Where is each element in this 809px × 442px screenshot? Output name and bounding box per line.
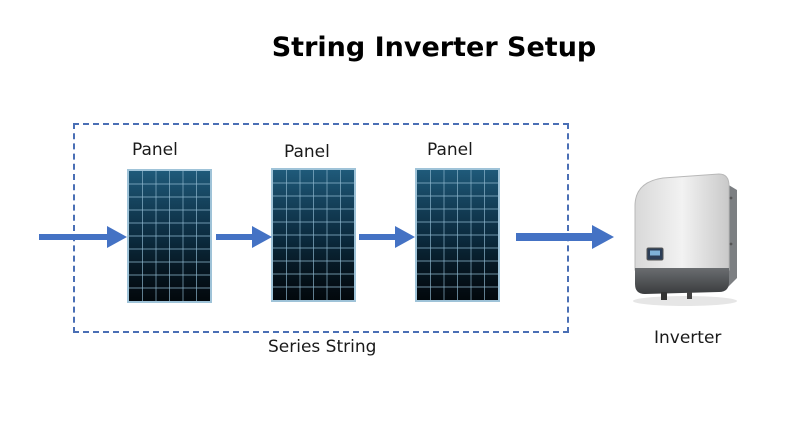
panel-label-2: Panel (284, 142, 330, 162)
output-arrow-icon (516, 225, 614, 249)
flow-arrow-icon (216, 226, 272, 248)
series-string-label: Series String (268, 337, 377, 357)
panel-grid (417, 170, 498, 300)
panel-label-1: Panel (132, 140, 178, 160)
diagram-title: String Inverter Setup (271, 32, 597, 63)
solar-panel-3 (415, 168, 500, 302)
input-arrow-icon (39, 226, 127, 248)
solar-panel-2 (271, 168, 356, 302)
inverter-icon (633, 173, 737, 306)
inverter-label: Inverter (654, 328, 722, 348)
panel-grid (129, 171, 210, 301)
series-string-boundary (73, 123, 569, 333)
panel-grid (273, 170, 354, 300)
solar-panel-1 (127, 169, 212, 303)
panel-label-3: Panel (427, 140, 473, 160)
flow-arrow-icon (359, 226, 415, 248)
